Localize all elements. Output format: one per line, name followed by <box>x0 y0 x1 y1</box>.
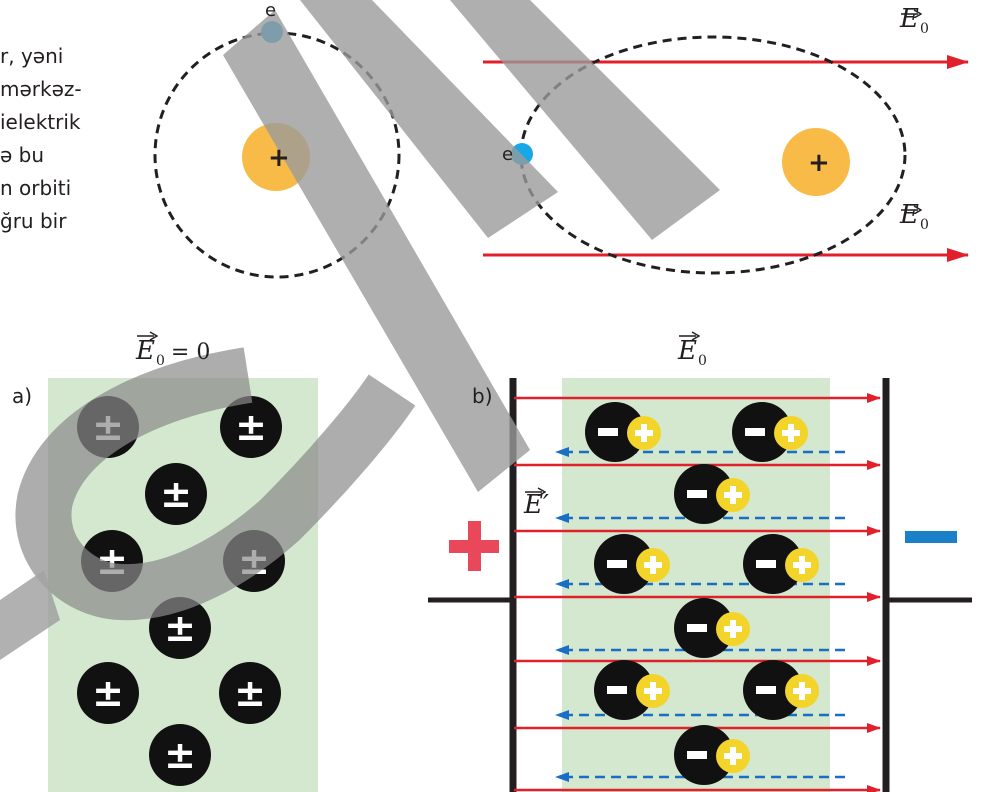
text-line-6: ğru bir <box>0 209 67 233</box>
dipole-polarized <box>674 725 750 785</box>
plus-minus-sign: ± <box>164 733 196 777</box>
field-label-bottom: E0 <box>900 200 929 233</box>
text-line-3: ielektrik <box>0 110 81 134</box>
vector-arrow-icon <box>901 9 922 18</box>
plus-minus-sign: ± <box>160 472 192 516</box>
dipoles-b <box>585 402 819 785</box>
dipole-unpolarized: ± <box>220 396 282 458</box>
plus-sign-v <box>650 556 656 574</box>
minus-sign <box>687 490 707 498</box>
minus-sign <box>745 428 765 436</box>
atom-right <box>483 35 969 275</box>
dipole-unpolarized: ± <box>145 463 207 525</box>
minus-sign <box>756 686 776 694</box>
plus-sign-v <box>799 682 805 700</box>
text-line-1: r, yəni <box>0 44 64 68</box>
plus-sign-v <box>730 747 736 765</box>
vector-arrow-icon <box>901 205 922 214</box>
panel-a-label: a) <box>12 384 33 408</box>
dipole-polarized <box>743 534 819 594</box>
text-line-4: ə bu <box>0 143 45 167</box>
plus-sign-v <box>641 424 647 442</box>
nucleus-right <box>782 128 850 196</box>
nucleus-sign-left: + <box>268 143 290 173</box>
plus-minus-sign: ± <box>234 671 266 715</box>
plus-sign-v <box>650 682 656 700</box>
panel-b-label: b) <box>472 384 493 408</box>
vector-arrow-icon <box>137 331 158 340</box>
minus-sign <box>607 560 627 568</box>
dipole-polarized <box>594 534 670 594</box>
nucleus-sign-right: + <box>808 148 830 178</box>
field-label-a: E0= 0 <box>136 331 210 369</box>
dipole-polarized <box>743 660 819 720</box>
text-line-2: mərkəz- <box>0 77 82 101</box>
minus-sign <box>687 624 707 632</box>
minus-sign <box>607 686 627 694</box>
text-line-5: n orbiti <box>0 176 72 200</box>
plus-minus-sign: ± <box>92 671 124 715</box>
vector-arrow-icon <box>525 487 546 496</box>
plus-minus-sign: ± <box>235 405 267 449</box>
plus-sign-v <box>788 424 794 442</box>
dipole-unpolarized: ± <box>219 662 281 724</box>
minus-sign <box>687 751 707 759</box>
plus-sign-v <box>799 556 805 574</box>
plus-plate-sign <box>449 521 499 571</box>
electron-orbit-elongated <box>519 35 907 275</box>
minus-plate-sign <box>905 531 957 543</box>
plus-sign-v <box>730 620 736 638</box>
field-label-b: E0 <box>678 331 707 369</box>
vector-arrow-icon <box>679 331 700 340</box>
dipole-polarized <box>674 464 750 524</box>
dipole-unpolarized: ± <box>77 662 139 724</box>
watermark <box>0 0 720 660</box>
plus-sign-v <box>730 486 736 504</box>
induced-field-label: E′ <box>524 487 549 520</box>
minus-sign <box>756 560 776 568</box>
dipole-polarized <box>674 598 750 658</box>
field-label-top: E0 <box>900 4 929 37</box>
dipole-polarized <box>585 402 661 462</box>
dipole-unpolarized: ± <box>149 724 211 786</box>
field-lines-b <box>514 393 881 792</box>
electron-label-left: e <box>265 0 277 21</box>
dipole-polarized <box>594 660 670 720</box>
electron-label-right: e <box>502 144 514 165</box>
dipole-polarized <box>732 402 808 462</box>
minus-sign <box>598 428 618 436</box>
